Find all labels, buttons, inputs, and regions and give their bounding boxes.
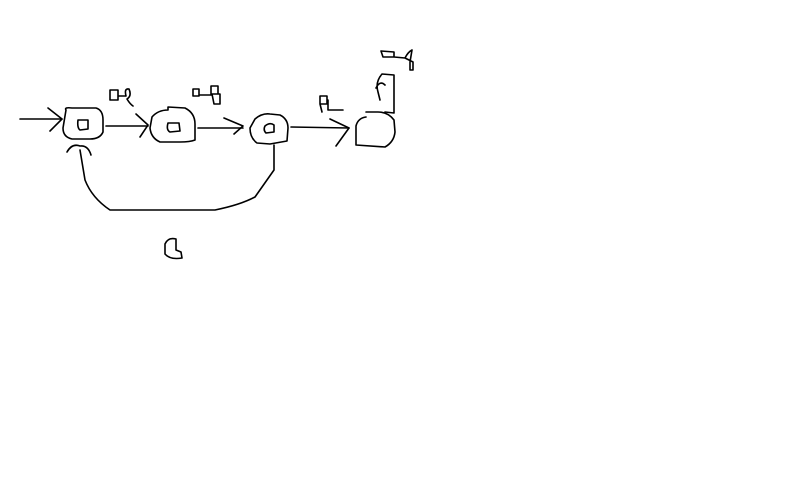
state-s1[interactable]: [149, 106, 196, 143]
label-s1-s2: [192, 85, 221, 105]
state-s0[interactable]: [62, 106, 104, 140]
transition-s2-s3: [290, 95, 350, 147]
label-s0-s1: [109, 88, 134, 107]
state-s2[interactable]: [249, 113, 289, 145]
transition-s2-s0: [66, 144, 275, 260]
transition-s1-s2: [192, 85, 244, 135]
label-s2-s3: [319, 95, 344, 113]
state-s3[interactable]: [355, 111, 396, 148]
transition-s0-s1: [105, 88, 149, 138]
label-s2-s0: [164, 237, 183, 260]
label-s3-self: [380, 49, 414, 71]
diagram-strokes: [19, 49, 414, 260]
transition-s3-self: [375, 49, 414, 114]
initial-arrow: [19, 107, 63, 132]
